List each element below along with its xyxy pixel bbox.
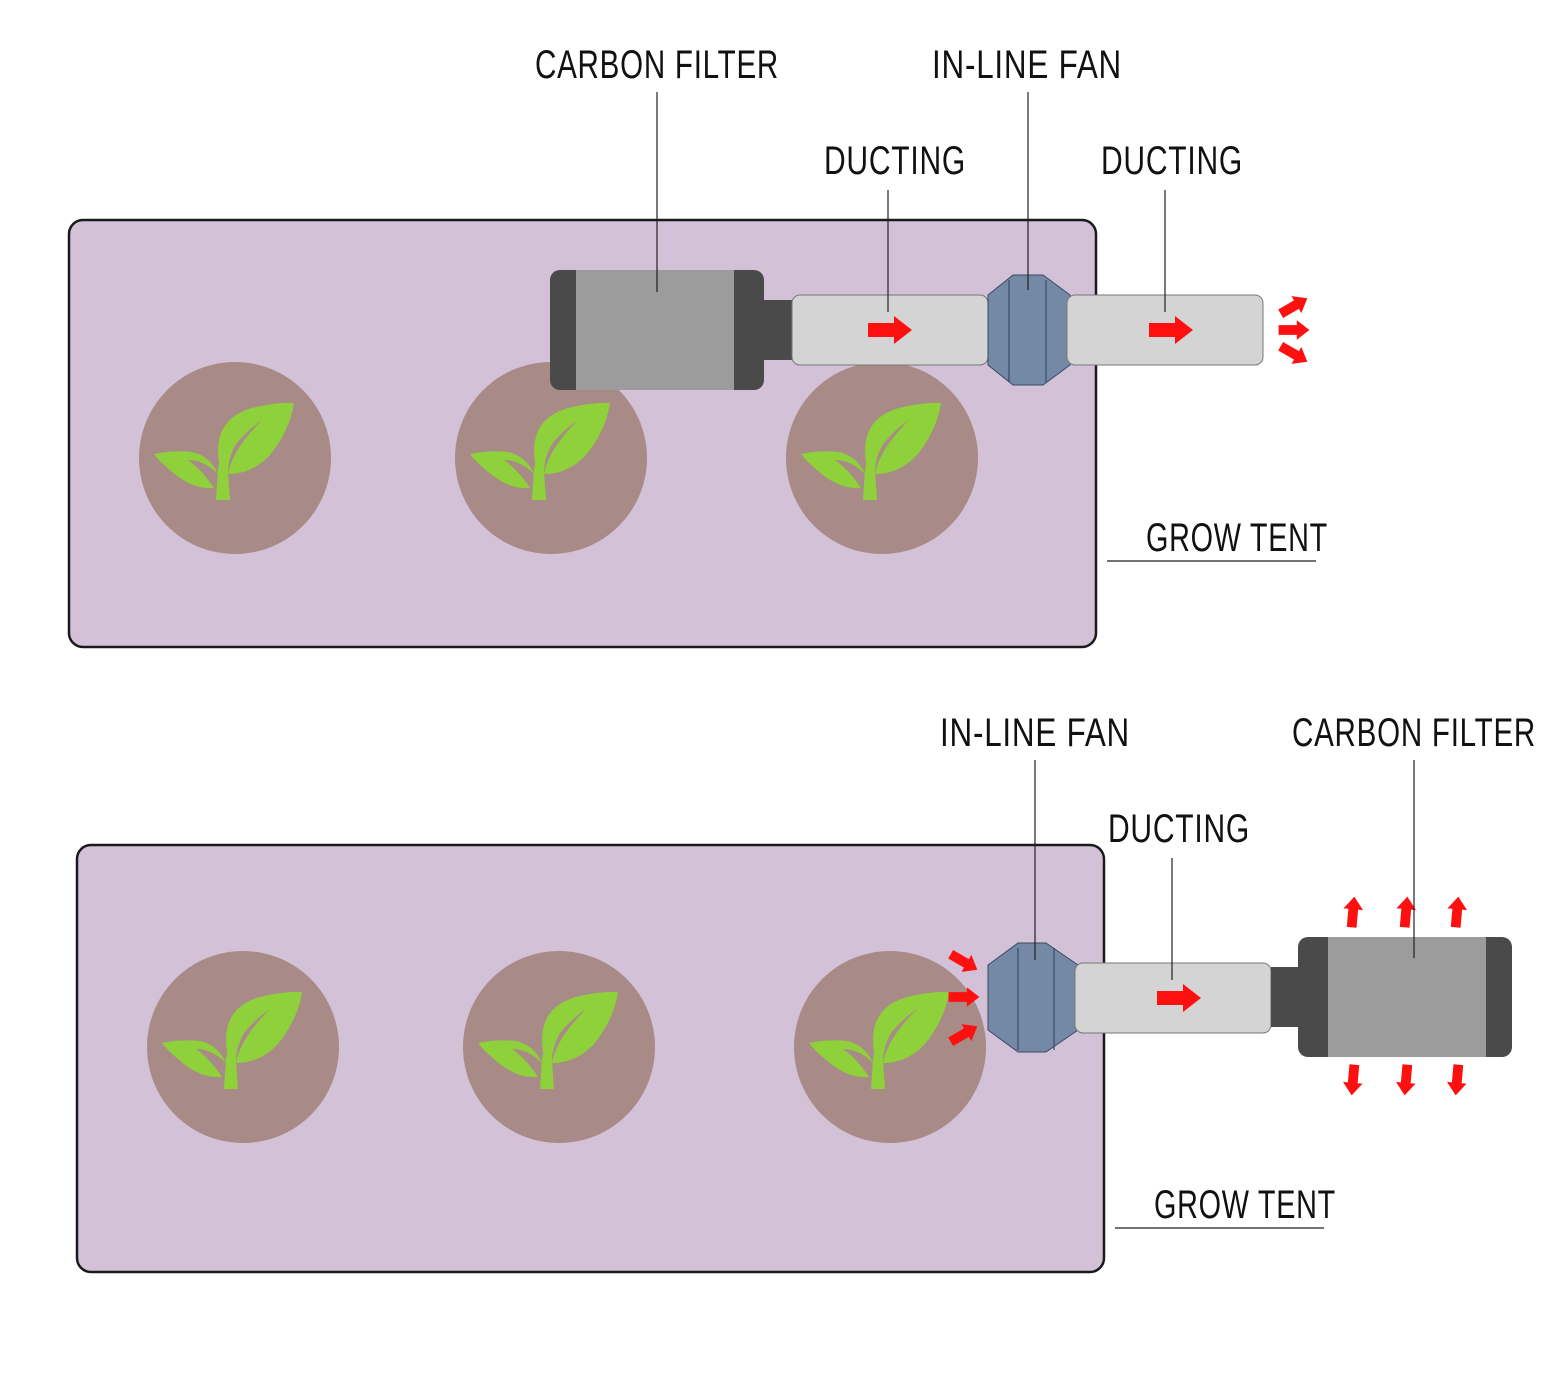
plant-pot bbox=[139, 362, 331, 554]
plant-pot bbox=[147, 951, 339, 1143]
exhaust-arrow-icon bbox=[1445, 895, 1469, 929]
label-ducting: DUCTING bbox=[1101, 139, 1243, 183]
plant-pot bbox=[794, 951, 986, 1143]
exhaust-arrow-icon bbox=[1275, 289, 1313, 323]
exhaust-arrow-icon bbox=[1278, 320, 1310, 340]
inline-fan bbox=[987, 274, 1071, 386]
label-inline-fan: IN-LINE FAN bbox=[932, 43, 1122, 87]
leader-lines bbox=[1034, 760, 1415, 1229]
exhaust-arrows bbox=[1275, 289, 1313, 371]
label-carbon-filter: CARBON FILTER bbox=[1292, 711, 1536, 755]
carbon-filter bbox=[1271, 937, 1512, 1057]
plant-pot bbox=[463, 951, 655, 1143]
exhaust-arrow-icon bbox=[1341, 895, 1365, 929]
label-grow-tent: GROW TENT bbox=[1146, 516, 1328, 560]
inline-fan bbox=[987, 942, 1079, 1053]
diagram-top: CARBON FILTER IN-LINE FAN DUCTING DUCTIN… bbox=[67, 43, 1328, 649]
exhaust-arrow-icon bbox=[1394, 1063, 1418, 1097]
label-grow-tent: GROW TENT bbox=[1154, 1183, 1336, 1227]
diagram-bottom: IN-LINE FAN CARBON FILTER DUCTING GROW T… bbox=[75, 711, 1536, 1274]
carbon-filter bbox=[550, 270, 794, 390]
label-ducting: DUCTING bbox=[824, 139, 966, 183]
exhaust-arrow-icon bbox=[1445, 1063, 1469, 1097]
plant-pot bbox=[786, 362, 978, 554]
exhaust-arrow-icon bbox=[1341, 1063, 1365, 1097]
label-carbon-filter: CARBON FILTER bbox=[535, 43, 779, 87]
label-ducting: DUCTING bbox=[1108, 807, 1250, 851]
leader-lines bbox=[656, 92, 1316, 562]
label-inline-fan: IN-LINE FAN bbox=[940, 711, 1130, 755]
plant-pot bbox=[455, 362, 647, 554]
exhaust-arrow-icon bbox=[1275, 337, 1313, 371]
